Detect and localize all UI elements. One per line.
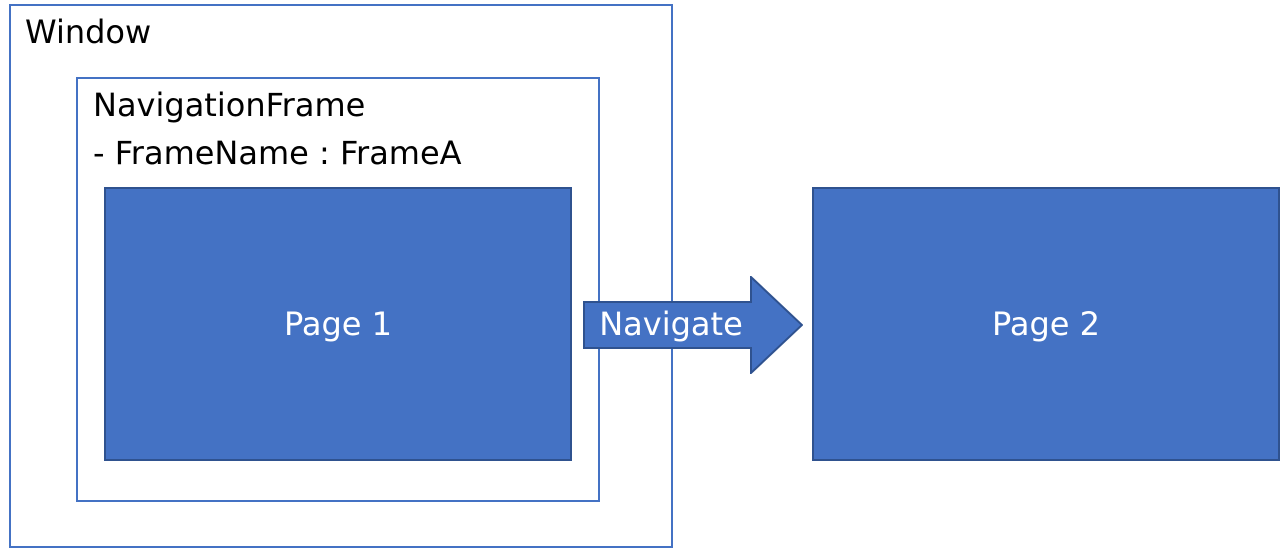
navigation-frame-title: NavigationFrame	[93, 86, 366, 124]
navigate-label: Navigate	[599, 305, 743, 343]
window-label: Window	[25, 13, 152, 51]
page-1-label: Page 1	[284, 305, 392, 343]
navigate-arrow	[583, 276, 803, 374]
frame-name-property: - FrameName : FrameA	[93, 134, 462, 172]
navigate-arrow-shape	[583, 276, 803, 374]
page-2-box: Page 2	[812, 187, 1280, 461]
page-2-label: Page 2	[992, 305, 1100, 343]
page-1-box: Page 1	[104, 187, 572, 461]
